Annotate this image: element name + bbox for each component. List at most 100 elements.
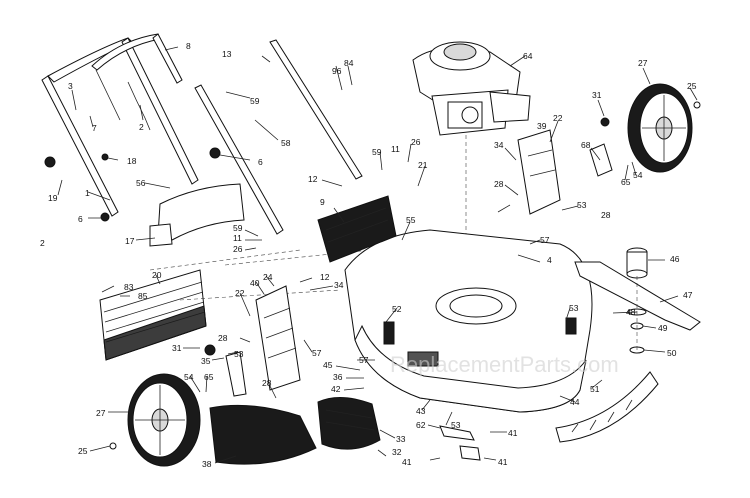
callout: 65 <box>204 372 214 382</box>
callout: 26 <box>233 244 243 254</box>
callout: 52 <box>392 304 402 314</box>
callout: 59 <box>372 147 382 157</box>
height-adjuster-rear <box>255 285 301 391</box>
handle-knobs <box>44 147 221 222</box>
callout: 6 <box>258 157 263 167</box>
callout: 41 <box>498 457 508 467</box>
callout: 39 <box>537 121 547 131</box>
callout: 25 <box>687 81 697 91</box>
callout: 49 <box>658 323 668 333</box>
engine-shroud <box>317 195 397 263</box>
callout: 53 <box>451 420 461 430</box>
callout: 11 <box>391 144 400 154</box>
callout: 2 <box>139 122 144 132</box>
rear-flap <box>99 269 207 361</box>
callout: 27 <box>638 58 648 68</box>
callout: 28 <box>601 210 611 220</box>
callout: 25 <box>78 446 88 456</box>
callout: 64 <box>523 51 533 61</box>
front-wheel-left <box>127 373 201 467</box>
callout: 43 <box>416 406 426 416</box>
callout: 31 <box>592 90 602 100</box>
lower-handle <box>41 37 199 217</box>
callout: 28 <box>494 179 504 189</box>
callout: 84 <box>344 58 354 68</box>
callout: 68 <box>581 140 591 150</box>
callout: 22 <box>553 113 563 123</box>
callout: 40 <box>250 278 260 288</box>
callout: 48 <box>626 307 636 317</box>
callout: 17 <box>125 236 135 246</box>
callout: 41 <box>508 428 518 438</box>
callout: 20 <box>152 270 162 280</box>
callout: 59 <box>233 223 243 233</box>
callout: 53 <box>577 200 587 210</box>
callout: 12 <box>320 272 330 282</box>
callout: 35 <box>201 356 211 366</box>
callout: 51 <box>590 384 600 394</box>
leader-lines <box>57 46 698 464</box>
callout: 57 <box>540 235 550 245</box>
callout: 55 <box>406 215 416 225</box>
height-adjuster-front <box>517 129 561 215</box>
callout: 22 <box>235 288 245 298</box>
callout: 3 <box>68 81 73 91</box>
blade-adapter <box>626 247 648 354</box>
callout: 4 <box>547 255 552 265</box>
callout: 46 <box>670 254 680 264</box>
callout: 53 <box>569 303 579 313</box>
callout: 1 <box>85 188 90 198</box>
rear-wheel-right <box>627 83 693 173</box>
chute-deflector <box>149 183 245 247</box>
callout: 7 <box>92 123 97 133</box>
callout: 19 <box>48 193 58 203</box>
hardware-fasteners <box>109 101 701 461</box>
callout: 96 <box>332 66 342 76</box>
callout: 58 <box>281 138 291 148</box>
upper-handle <box>91 33 183 121</box>
callout: 31 <box>172 343 182 353</box>
callout: 28 <box>218 333 228 343</box>
callout: 54 <box>184 372 194 382</box>
callout: 34 <box>334 280 344 290</box>
callout: 65 <box>621 177 631 187</box>
callout: 57 <box>312 348 322 358</box>
callout: 54 <box>633 170 643 180</box>
callout: 56 <box>136 178 146 188</box>
callout: 59 <box>250 96 260 106</box>
callout: 28 <box>262 378 272 388</box>
callout: 27 <box>96 408 106 418</box>
callout: 11 <box>233 233 242 243</box>
callout: 34 <box>494 140 504 150</box>
callout: 32 <box>392 447 402 457</box>
callout: 83 <box>124 282 134 292</box>
mower-blade <box>574 261 701 331</box>
callout: 8 <box>186 41 191 51</box>
callout: 21 <box>418 160 428 170</box>
callout: 36 <box>333 372 343 382</box>
callout: 53 <box>234 349 244 359</box>
rear-guard <box>555 371 659 443</box>
callout: 18 <box>127 156 137 166</box>
callout: 47 <box>683 290 693 300</box>
callout: 12 <box>308 174 318 184</box>
callout: 85 <box>138 291 148 301</box>
callout: 45 <box>323 360 333 370</box>
watermark-text: ReplacementParts.com <box>390 352 619 377</box>
callout: 62 <box>416 420 426 430</box>
callout: 33 <box>396 434 406 444</box>
callout: 42 <box>331 384 341 394</box>
callout: 13 <box>222 49 232 59</box>
right-handle-bar <box>194 39 363 235</box>
callout: 44 <box>570 397 580 407</box>
mulch-plug <box>317 397 381 450</box>
callout: 24 <box>263 272 273 282</box>
callout: 41 <box>402 457 412 467</box>
callout: 38 <box>202 459 212 469</box>
side-discharge-chute <box>209 404 317 465</box>
callout: 6 <box>78 214 83 224</box>
callout: 2 <box>40 238 45 248</box>
callout: 9 <box>320 197 325 207</box>
